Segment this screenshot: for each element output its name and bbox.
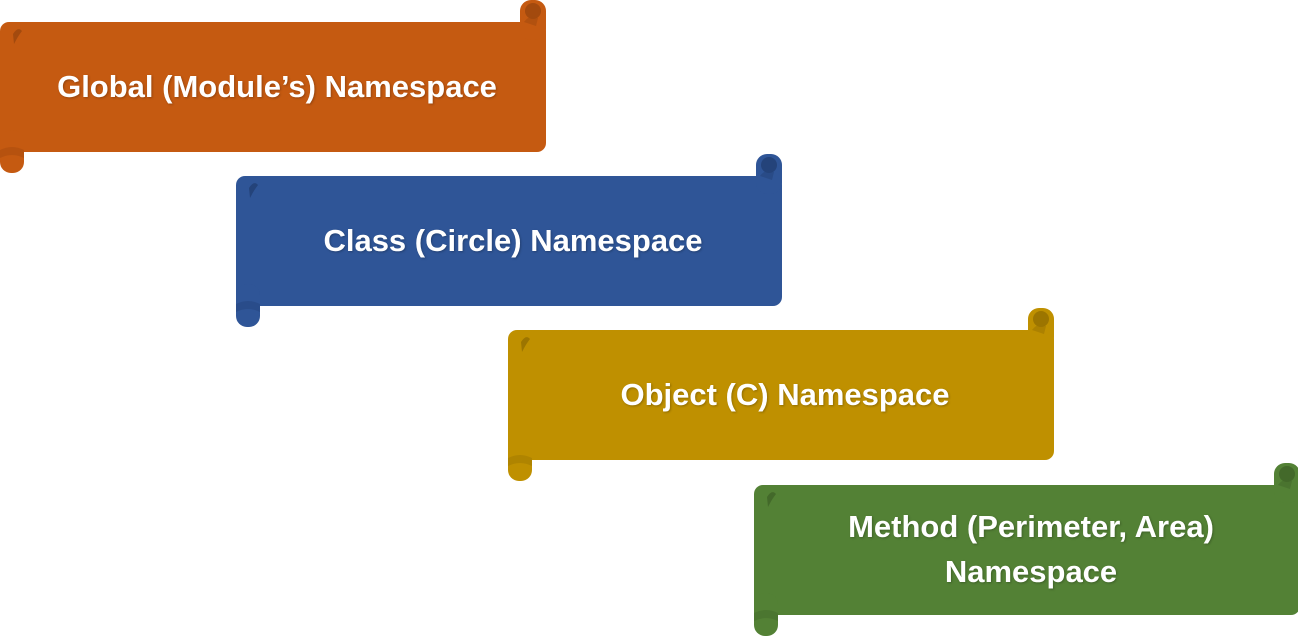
namespace-scroll-class: Class (Circle) Namespace: [236, 154, 782, 327]
scroll-curl-top-fold: [1032, 324, 1046, 334]
scroll-curl-top-shade: [761, 157, 777, 173]
scroll-label-class: Class (Circle) Namespace: [323, 222, 703, 258]
scroll-curl-bottom: [0, 130, 24, 173]
namespace-scroll-object: Object (C) Namespace: [508, 308, 1054, 481]
scroll-curl-top-shade: [525, 3, 541, 19]
scroll-curl-bottom-shade: [754, 610, 778, 621]
namespace-scroll-global: Global (Module’s) Namespace: [0, 0, 546, 173]
namespace-scroll-method: Method (Perimeter, Area) Namespace: [754, 463, 1298, 636]
scroll-curl-bottom-shade: [508, 455, 532, 466]
scroll-curl-bottom: [236, 284, 260, 327]
scroll-fold-mark: [249, 183, 258, 198]
scroll-shape: [754, 463, 1298, 636]
scroll-body: [0, 22, 546, 152]
scroll-shape: [0, 0, 546, 173]
scroll-shape: [236, 154, 782, 327]
scroll-curl-top-fold: [524, 16, 538, 26]
scroll-curl-bottom: [754, 593, 778, 636]
scroll-curl-top-fold: [760, 170, 774, 180]
scroll-curl-bottom-shade: [0, 147, 24, 158]
scroll-curl-top-shade: [1279, 466, 1295, 482]
scroll-label-object: Object (C) Namespace: [620, 376, 950, 412]
scroll-curl-top-shade: [1033, 311, 1049, 327]
scroll-fold-mark: [521, 337, 530, 352]
scroll-curl-bottom: [508, 438, 532, 481]
scroll-body: [236, 176, 782, 306]
scroll-curl-top-fold: [1278, 479, 1292, 489]
scroll-fold-mark: [767, 492, 776, 507]
scroll-label-method: Method (Perimeter, Area) Namespace: [848, 509, 1214, 589]
scroll-fold-mark: [13, 29, 22, 44]
scroll-curl-bottom-shade: [236, 301, 260, 312]
scroll-body: [754, 485, 1298, 615]
scroll-body: [508, 330, 1054, 460]
scroll-shape: [508, 308, 1054, 481]
scroll-label-global: Global (Module’s) Namespace: [57, 68, 497, 104]
